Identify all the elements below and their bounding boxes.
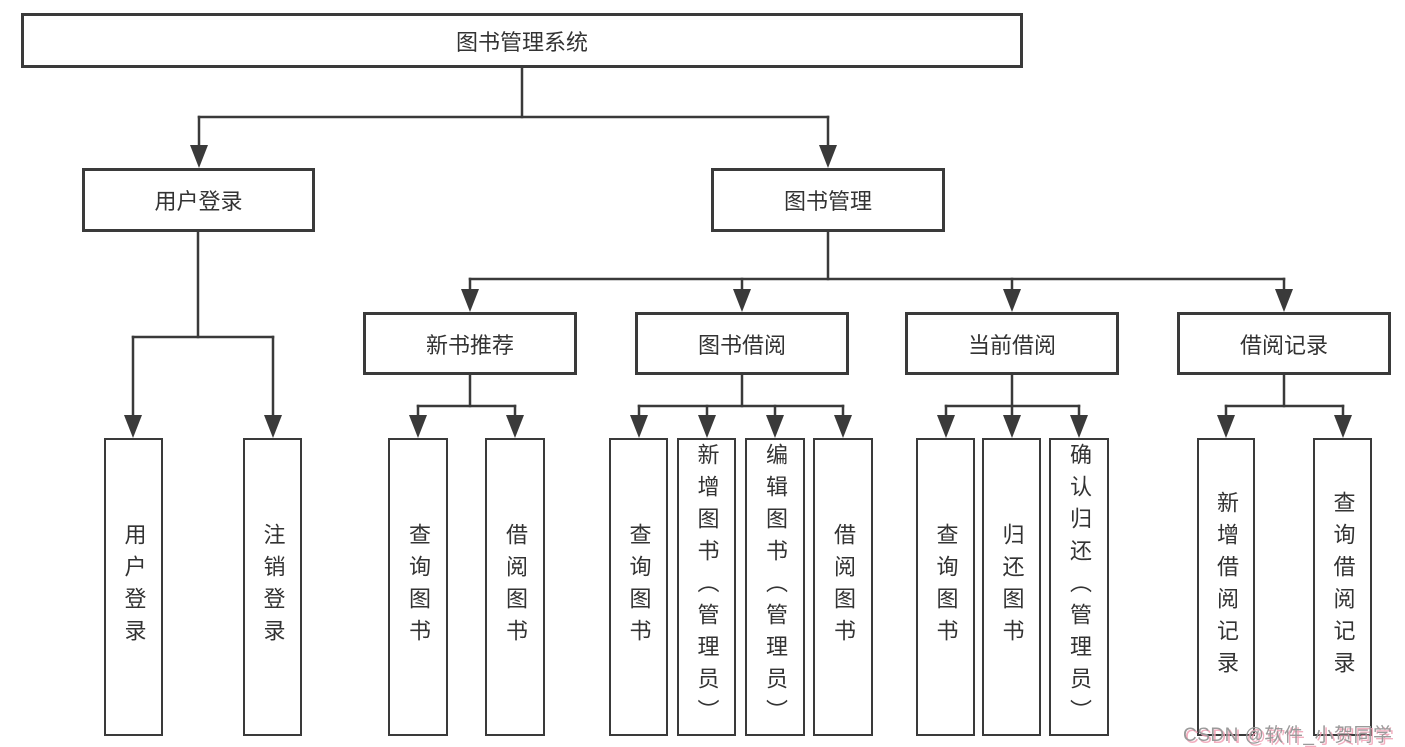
leaf-edit-books-admin-label: 编辑图书（管理员） bbox=[763, 443, 788, 731]
node-current-borrow-label: 当前借阅 bbox=[967, 332, 1056, 358]
node-book-management: 图书管理 bbox=[711, 168, 945, 232]
node-user-login-label: 用户登录 bbox=[154, 189, 243, 214]
leaf-return-books-label: 归还图书 bbox=[999, 523, 1025, 651]
node-book-management-label: 图书管理 bbox=[783, 189, 872, 214]
leaf-logout: 注销登录 bbox=[243, 438, 302, 736]
leaf-user-login: 用户登录 bbox=[104, 438, 163, 736]
leaf-return-books: 归还图书 bbox=[982, 438, 1041, 736]
node-user-login: 用户登录 bbox=[82, 168, 315, 232]
leaf-borrow-books: 借阅图书 bbox=[813, 438, 873, 736]
node-root-system-label: 图书管理系统 bbox=[455, 29, 588, 55]
leaf-borrow-books-recommend: 借阅图书 bbox=[485, 438, 545, 736]
leaf-query-borrow-record: 查询借阅记录 bbox=[1313, 438, 1372, 736]
leaf-user-login-label: 用户登录 bbox=[121, 523, 147, 651]
leaf-query-borrow-record-label: 查询借阅记录 bbox=[1330, 491, 1356, 683]
csdn-watermark: CSDN @软件_小贺同学 bbox=[1183, 725, 1393, 746]
leaf-borrow-books-recommend-label: 借阅图书 bbox=[503, 523, 528, 651]
leaf-borrow-books-label: 借阅图书 bbox=[831, 523, 856, 651]
leaf-confirm-return-admin-label: 确认归还（管理员） bbox=[1067, 443, 1092, 731]
leaf-query-books-borrow: 查询图书 bbox=[609, 438, 668, 736]
leaf-query-books-current: 查询图书 bbox=[916, 438, 975, 736]
leaf-logout-label: 注销登录 bbox=[260, 523, 286, 651]
leaf-add-borrow-record: 新增借阅记录 bbox=[1197, 438, 1255, 736]
node-book-borrow-label: 图书借阅 bbox=[697, 332, 786, 358]
leaf-query-books-borrow-label: 查询图书 bbox=[626, 523, 652, 651]
leaf-edit-books-admin: 编辑图书（管理员） bbox=[745, 438, 805, 736]
node-current-borrow: 当前借阅 bbox=[905, 312, 1119, 375]
node-new-book-recommend-label: 新书推荐 bbox=[425, 332, 514, 358]
node-new-book-recommend: 新书推荐 bbox=[363, 312, 577, 375]
leaf-add-books-admin-label: 新增图书（管理员） bbox=[694, 443, 720, 731]
leaf-add-borrow-record-label: 新增借阅记录 bbox=[1214, 491, 1239, 683]
leaf-confirm-return-admin: 确认归还（管理员） bbox=[1049, 438, 1109, 736]
leaf-add-books-admin: 新增图书（管理员） bbox=[677, 438, 736, 736]
node-root-system: 图书管理系统 bbox=[21, 13, 1023, 68]
node-book-borrow: 图书借阅 bbox=[635, 312, 849, 375]
leaf-query-books-current-label: 查询图书 bbox=[933, 523, 959, 651]
node-borrow-records: 借阅记录 bbox=[1177, 312, 1391, 375]
node-borrow-records-label: 借阅记录 bbox=[1239, 332, 1328, 358]
leaf-query-books-recommend-label: 查询图书 bbox=[406, 523, 431, 651]
leaf-query-books-recommend: 查询图书 bbox=[388, 438, 448, 736]
